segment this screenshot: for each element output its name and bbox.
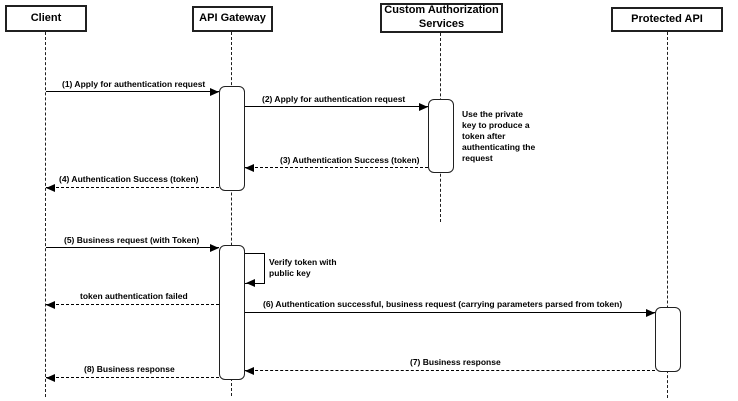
message-3-label: (3) Authentication Success (token): [280, 155, 420, 165]
message-4-line: [46, 187, 219, 188]
message-4-arrowhead-icon: [46, 183, 55, 192]
message-2-label: (2) Apply for authentication request: [262, 94, 406, 104]
message-5-arrowhead-icon: [210, 243, 219, 252]
message-6-arrowhead-icon: [646, 308, 655, 317]
lifeline-api-gateway: [231, 32, 232, 396]
participant-client-label: Client: [30, 11, 62, 24]
activation-bar-api-gateway-2: [219, 245, 245, 380]
activation-bar-api-gateway-1: [219, 86, 245, 191]
message-7-arrowhead-icon: [245, 366, 254, 375]
message-8-arrowhead-icon: [46, 373, 55, 382]
lifeline-client: [45, 32, 46, 397]
participant-api-gateway-label: API Gateway: [199, 12, 266, 25]
lifeline-protected-api: [667, 32, 668, 398]
self-message-arrowhead-icon: [246, 278, 255, 287]
message-6-label: (6) Authentication successful, business …: [263, 299, 623, 309]
activation-bar-protected-api: [655, 307, 681, 372]
message-failed-label: token authentication failed: [80, 291, 188, 301]
message-1-arrowhead-icon: [210, 87, 219, 96]
message-3-line: [245, 167, 428, 168]
message-2-line: [245, 106, 428, 107]
participant-protected-api-label: Protected API: [631, 12, 703, 25]
message-failed-line: [46, 304, 219, 305]
participant-custom-authorization-services: Custom Authorization Services: [380, 3, 503, 33]
message-2-arrowhead-icon: [419, 102, 428, 111]
message-4-label: (4) Authentication Success (token): [59, 174, 199, 184]
activation-bar-custom-authorization-services: [428, 99, 454, 173]
participant-api-gateway: API Gateway: [192, 6, 273, 32]
message-1-line: [46, 91, 219, 92]
message-1-label: (1) Apply for authentication request: [62, 79, 206, 89]
note-private-key: Use the private key to produce a token a…: [462, 109, 536, 164]
message-7-label: (7) Business response: [410, 357, 501, 367]
message-3-arrowhead-icon: [245, 163, 254, 172]
message-5-line: [46, 247, 219, 248]
participant-client: Client: [5, 5, 87, 32]
message-8-line: [46, 377, 219, 378]
self-message-label: Verify token with public key: [269, 257, 337, 279]
message-6-line: [245, 312, 655, 313]
participant-protected-api: Protected API: [611, 7, 723, 32]
message-7-line: [245, 370, 655, 371]
self-message-loop-line: [245, 253, 265, 284]
message-5-label: (5) Business request (with Token): [64, 235, 200, 245]
message-failed-arrowhead-icon: [46, 300, 55, 309]
message-8-label: (8) Business response: [84, 364, 175, 374]
participant-custom-authorization-services-label: Custom Authorization Services: [384, 4, 499, 30]
